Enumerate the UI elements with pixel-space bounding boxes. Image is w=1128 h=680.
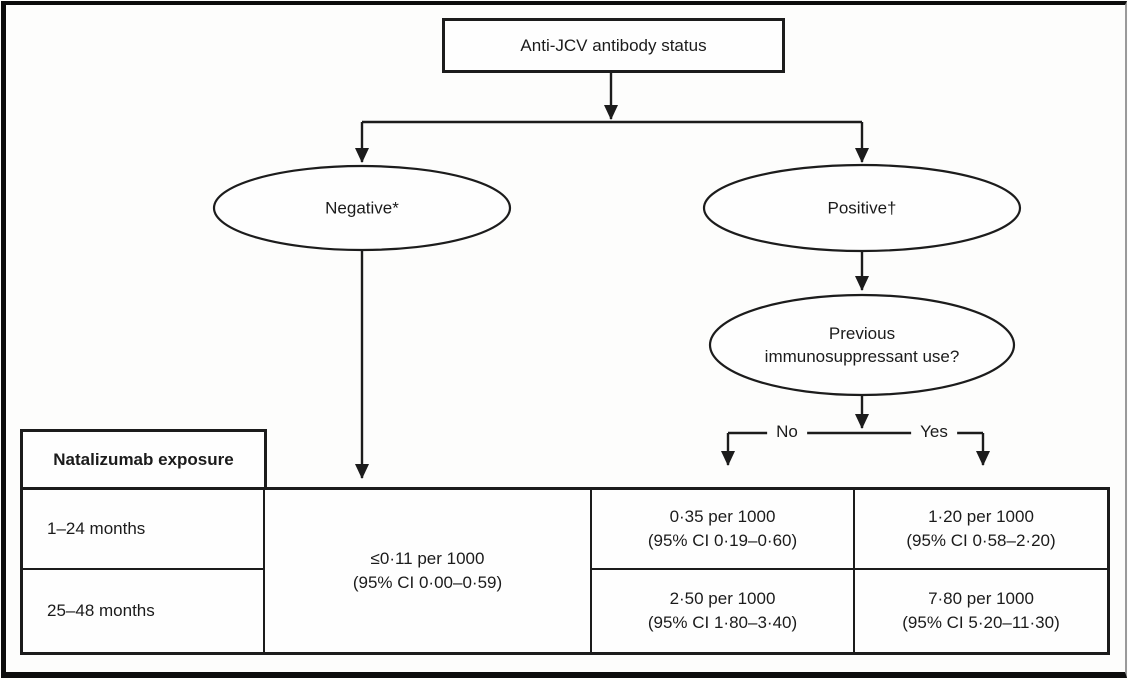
negative-node-label: Negative* xyxy=(325,198,399,218)
no-risk-ci-1: (95% CI 0·19–0·60) xyxy=(647,531,798,550)
row-label-1-24-months: 1–24 months xyxy=(23,490,265,570)
table-header-label: Natalizumab exposure xyxy=(53,449,234,469)
no-risk-ci-2: (95% CI 1·80–3·40) xyxy=(647,613,798,632)
cell-no-risk-25-48: 2·50 per 1000 (95% CI 1·80–3·40) xyxy=(592,570,855,652)
cell-negative-risk: ≤0·11 per 1000 (95% CI 0·00–0·59) xyxy=(265,490,592,652)
question-line1: Previous xyxy=(828,324,896,343)
question-line2: immunosuppressant use? xyxy=(764,347,960,366)
no-risk-rate-2: 2·50 per 1000 xyxy=(669,589,776,608)
cell-yes-risk-25-48: 7·80 per 1000 (95% CI 5·20–11·30) xyxy=(855,570,1107,652)
yes-risk-rate-2: 7·80 per 1000 xyxy=(928,589,1034,608)
negative-risk-ci: (95% CI 0·00–0·59) xyxy=(352,573,503,592)
negative-risk-rate: ≤0·11 per 1000 xyxy=(370,549,485,568)
root-node: Anti-JCV antibody status xyxy=(442,18,785,73)
cell-yes-risk-1-24: 1·20 per 1000 (95% CI 0·58–2·20) xyxy=(855,490,1107,570)
root-node-label: Anti-JCV antibody status xyxy=(520,35,707,55)
row-label-25-48-months: 25–48 months xyxy=(23,570,265,652)
risk-table: 1–24 months ≤0·11 per 1000 (95% CI 0·00–… xyxy=(20,487,1110,655)
yes-risk-ci-1: (95% CI 0·58–2·20) xyxy=(906,531,1056,550)
yes-risk-rate-1: 1·20 per 1000 xyxy=(928,507,1034,526)
yes-branch-label: Yes xyxy=(911,422,957,442)
yes-risk-ci-2: (95% CI 5·20–11·30) xyxy=(902,613,1060,632)
no-branch-label: No xyxy=(767,422,807,442)
question-node-label: Previous immunosuppressant use? xyxy=(765,322,960,368)
cell-no-risk-1-24: 0·35 per 1000 (95% CI 0·19–0·60) xyxy=(592,490,855,570)
no-risk-rate-1: 0·35 per 1000 xyxy=(669,507,776,526)
table-header-natalizumab-exposure: Natalizumab exposure xyxy=(20,429,267,487)
positive-node-label: Positive† xyxy=(827,198,897,218)
